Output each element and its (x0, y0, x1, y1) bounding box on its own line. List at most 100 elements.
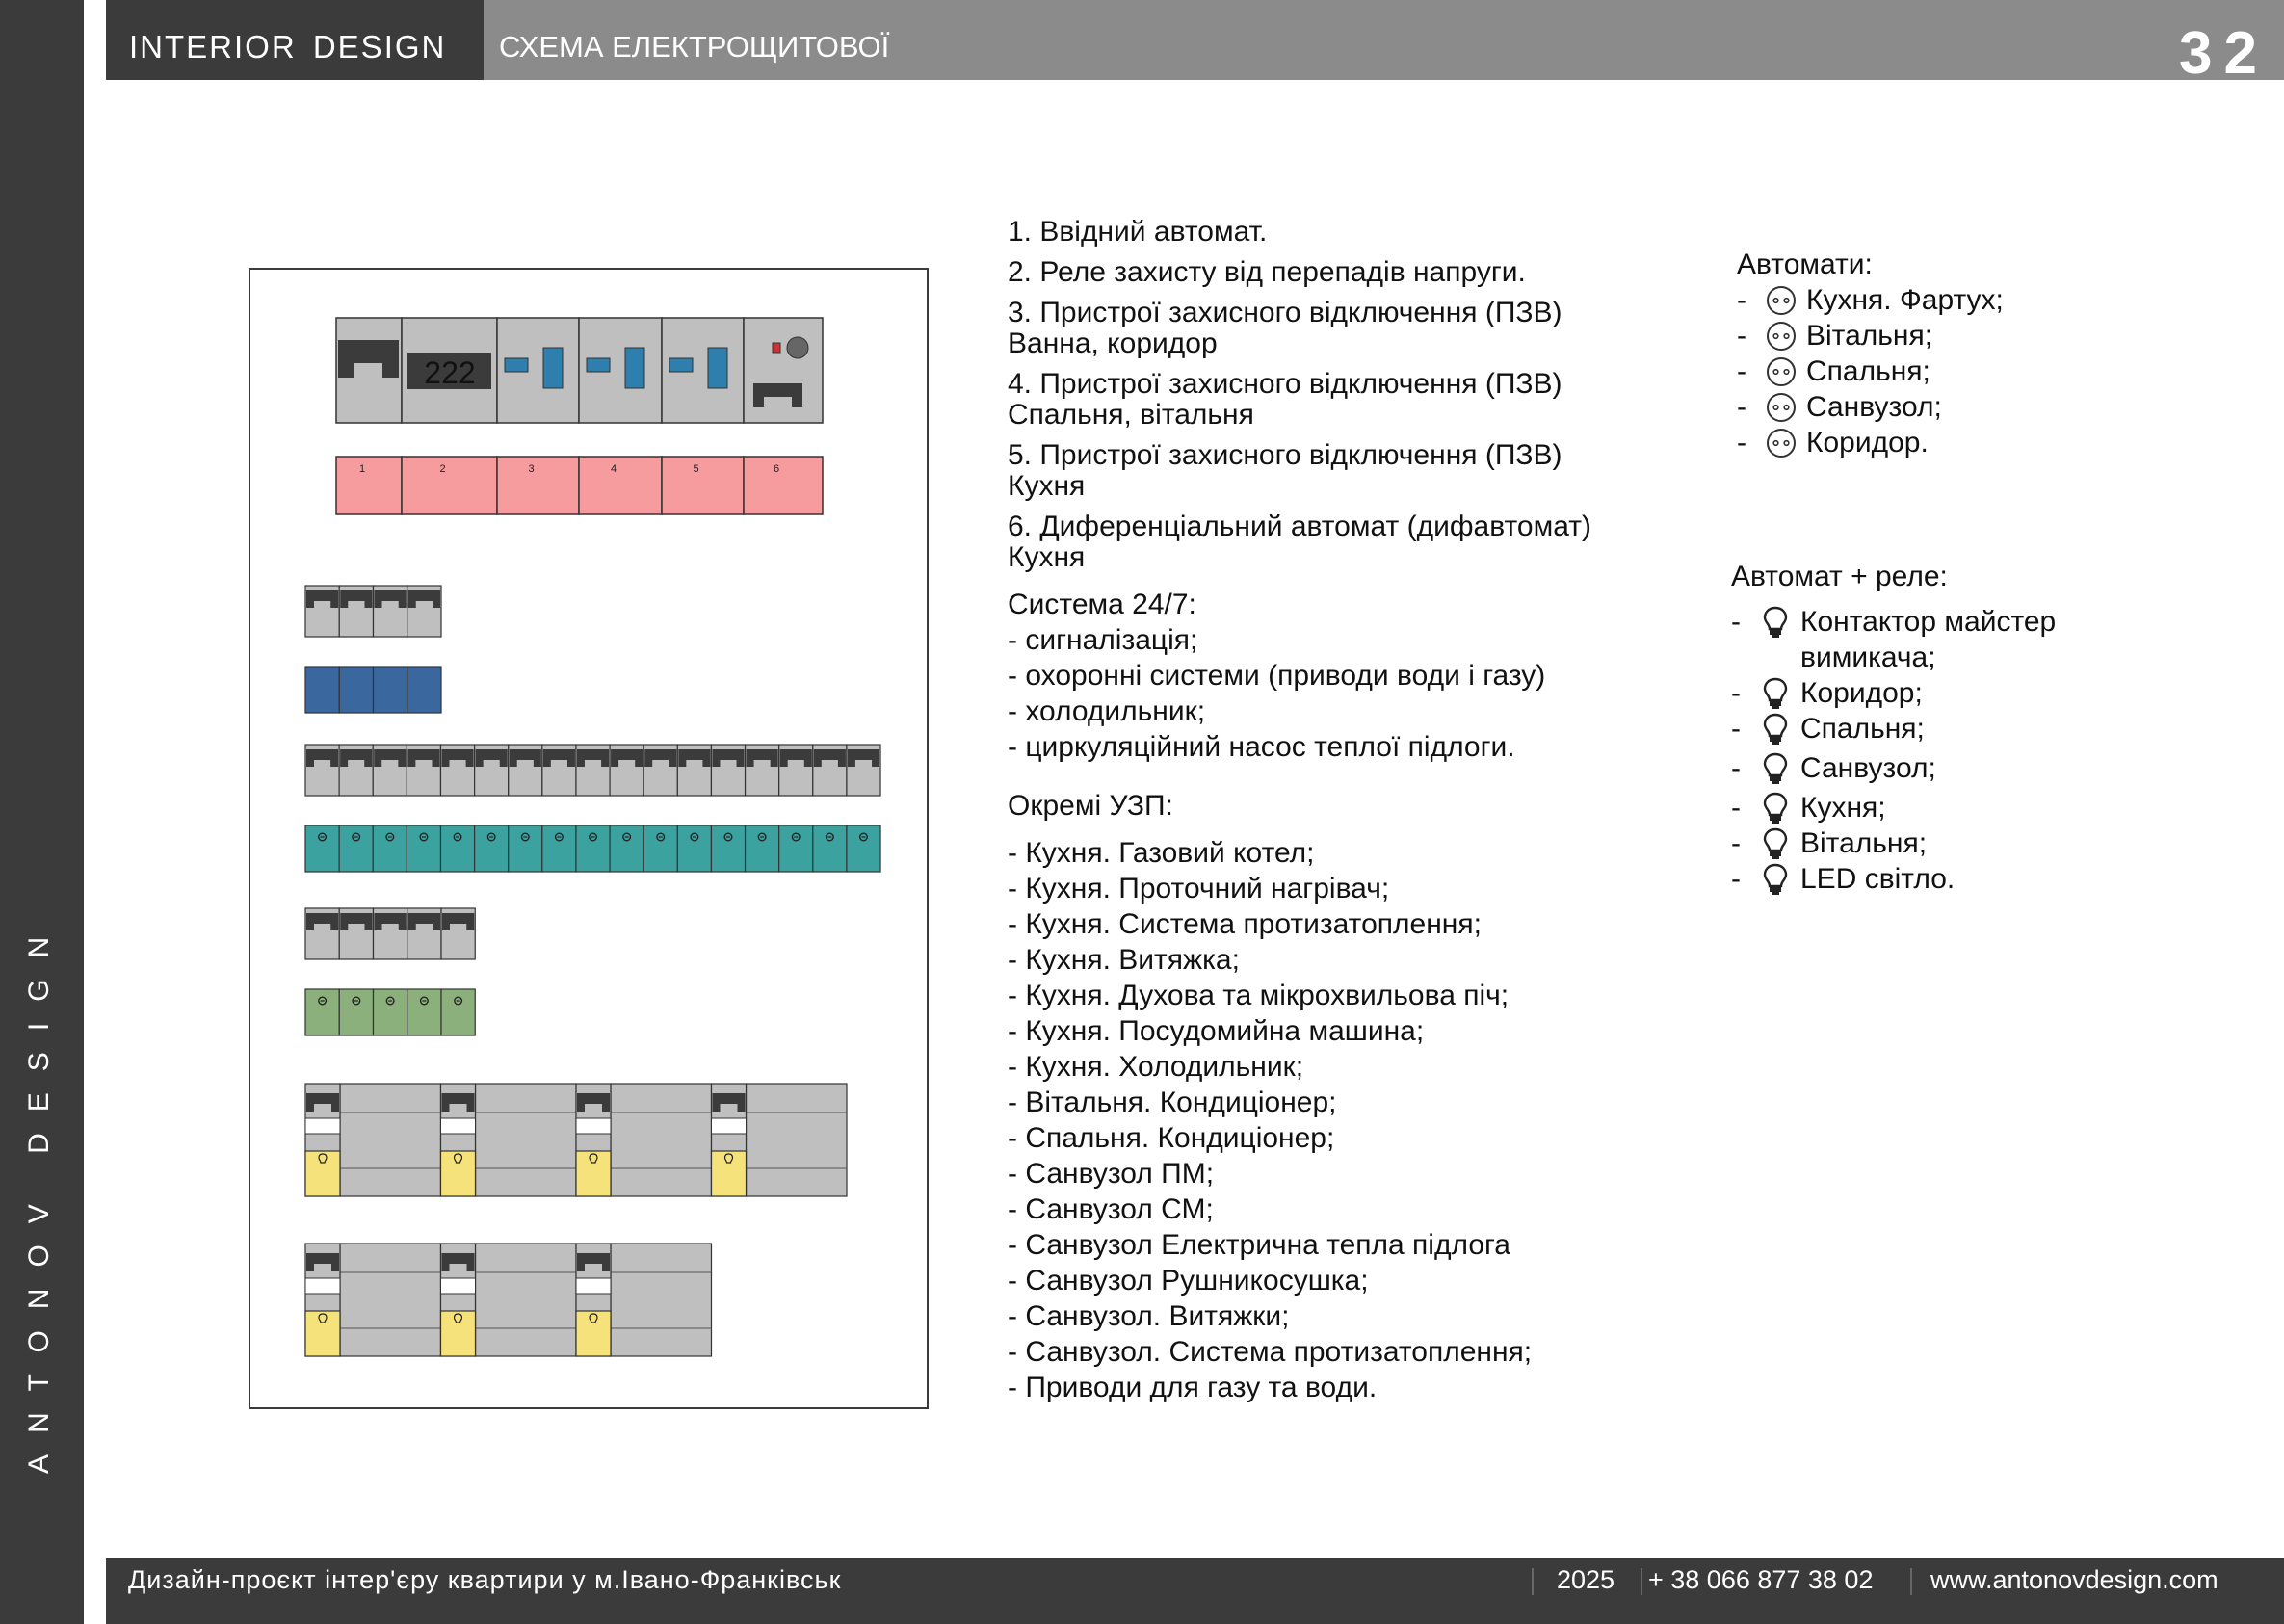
uzp-group-label-cell (541, 825, 577, 873)
list-dash: - (1731, 792, 1741, 824)
relay-row-1-window (575, 1117, 612, 1135)
separate-uzp-item: - Кухня. Холодильник; (1008, 1051, 1304, 1083)
relay-column: Автомат + реле: -Контактор майстер вимик… (1731, 559, 2089, 897)
breaker-item: -Коридор. (1737, 425, 2004, 460)
relay-row-2-bulb-symbol (318, 1313, 328, 1323)
header-brand: INTERIOR DESIGN (129, 29, 447, 65)
relay-row-1-label-cell (439, 1150, 477, 1197)
relay-row-2-switch (577, 1253, 610, 1271)
uzp-group-label-cell (710, 825, 747, 873)
list-dash: - (1737, 284, 1746, 316)
module-number: 2 (440, 463, 446, 475)
uzp-group-label-cell (508, 825, 543, 873)
footer-divider (1910, 1568, 1912, 1595)
outlet-group-switch (306, 913, 339, 930)
footer-website[interactable]: www.antonovdesign.com (1930, 1565, 2218, 1594)
uzp-group-switch (407, 749, 440, 767)
uzp-group-switch (374, 749, 407, 767)
main-list: 1. Ввідний автомат. 2. Реле захисту від … (1008, 214, 1591, 1405)
separate-uzp-item: - Кухня. Система протизатоплення; (1008, 908, 1482, 940)
uzp-group-outlet-symbol (858, 832, 868, 842)
uzp-group-label-cell (778, 825, 814, 873)
list-dash: - (1731, 752, 1741, 784)
uzp-group-outlet-symbol (554, 832, 564, 842)
relay-row-2-label-cell (575, 1310, 612, 1357)
list-dash: - (1731, 863, 1741, 895)
bulb-icon (1763, 713, 1788, 745)
uzp-group-outlet-symbol (419, 832, 429, 842)
relay-item-label: LED світло. (1800, 863, 1956, 895)
uzp-group-outlet-symbol (622, 832, 632, 842)
relays-heading: Автомат + реле: (1731, 561, 1948, 592)
separate-uzp-item: - Кухня. Газовий котел; (1008, 837, 1315, 869)
footer-divider (1532, 1568, 1534, 1595)
uzp-group-label-cell (846, 825, 881, 873)
outlet-group-outlet-symbol (385, 996, 395, 1006)
uzp-group-label-cell (406, 825, 442, 873)
uzp-group-switch (678, 749, 711, 767)
rcd-test-button (669, 357, 694, 373)
rcd-test-button (504, 357, 529, 373)
uzp-group-switch (746, 749, 778, 767)
relay-row-2-switch (306, 1253, 339, 1271)
relay-item: -Спальня; (1731, 711, 2089, 747)
outlet-group-switch (340, 913, 373, 930)
uzp-group-switch (475, 749, 508, 767)
uzp-group-outlet-symbol (656, 832, 666, 842)
list-dash: - (1737, 391, 1746, 423)
uzp-group-outlet-symbol (486, 832, 496, 842)
footer-divider (1641, 1568, 1642, 1595)
outlet-group-label-cell (338, 988, 375, 1036)
uzp-group-switch (576, 749, 610, 767)
relay-row-1-switch (712, 1093, 746, 1112)
module-number: 5 (694, 463, 699, 475)
uzp-group-outlet-symbol (791, 832, 801, 842)
footer-bar (106, 1558, 2284, 1624)
main-list-item-detail: Кухня (1008, 470, 1086, 502)
system-24-7-list: - сигналізація;- охоронні системи (приво… (1008, 622, 1591, 765)
outlet-icon (1767, 392, 1796, 422)
module-number: 4 (611, 463, 617, 475)
relay-row-1-contactor (474, 1083, 577, 1197)
bulb-icon (1763, 863, 1788, 895)
uzp-group-label-cell (609, 825, 644, 873)
list-dash: - (1737, 355, 1746, 387)
relay-display-value: 222 (424, 355, 475, 390)
relay-display (407, 353, 491, 389)
breaker-item-label: Спальня; (1806, 355, 1930, 387)
relay-row-2-window (440, 1277, 476, 1295)
separate-uzp-item: - Санвузол ПМ; (1008, 1158, 1215, 1190)
outlet-icon (1767, 356, 1796, 386)
module-label-cell (335, 456, 403, 515)
separate-uzp-item: - Вітальня. Кондиціонер; (1008, 1087, 1337, 1118)
relay-row-2-label-cell (304, 1310, 341, 1357)
module-label-cell (743, 456, 824, 515)
uzp-group-switch (306, 749, 339, 767)
separate-uzp-heading: Окремі УЗП: (1008, 790, 1173, 822)
bulb-icon (1763, 606, 1788, 638)
main-list-item-detail: Кухня (1008, 541, 1086, 573)
main-list-item-detail: Спальня, вітальня (1008, 399, 1254, 431)
relay-row-1-window (304, 1117, 341, 1135)
module-number: 1 (359, 463, 365, 475)
footer-year: 2025 (1557, 1565, 1615, 1594)
relay-row-2-contactor (339, 1243, 442, 1357)
uzp-group-label-cell (372, 825, 407, 873)
main-list-item: 5. Пристрої захисного відключення (ПЗВ) (1008, 439, 1562, 471)
relay-item: -Санвузол; (1731, 750, 2089, 786)
relay-row-1-contactor (610, 1083, 713, 1197)
outlet-group-outlet-symbol (454, 996, 463, 1006)
relay-item-label: Спальня; (1800, 713, 1925, 745)
outlet-group-label-cell (407, 988, 442, 1036)
rcd-test-button (586, 357, 611, 373)
outlet-group-label-cell (304, 988, 340, 1036)
relay-item: -Коридор; (1731, 675, 2089, 711)
outlet-group-label-cell (372, 988, 408, 1036)
relay-item: -Вітальня; (1731, 825, 2089, 861)
module-number: 3 (529, 463, 535, 475)
uzp-group-outlet-symbol (385, 832, 395, 842)
system-24-7-item: - холодильник; (1008, 695, 1206, 727)
relay-item: -Кухня; (1731, 790, 2089, 825)
list-dash: - (1731, 827, 1741, 859)
bulb-icon (1763, 752, 1788, 784)
